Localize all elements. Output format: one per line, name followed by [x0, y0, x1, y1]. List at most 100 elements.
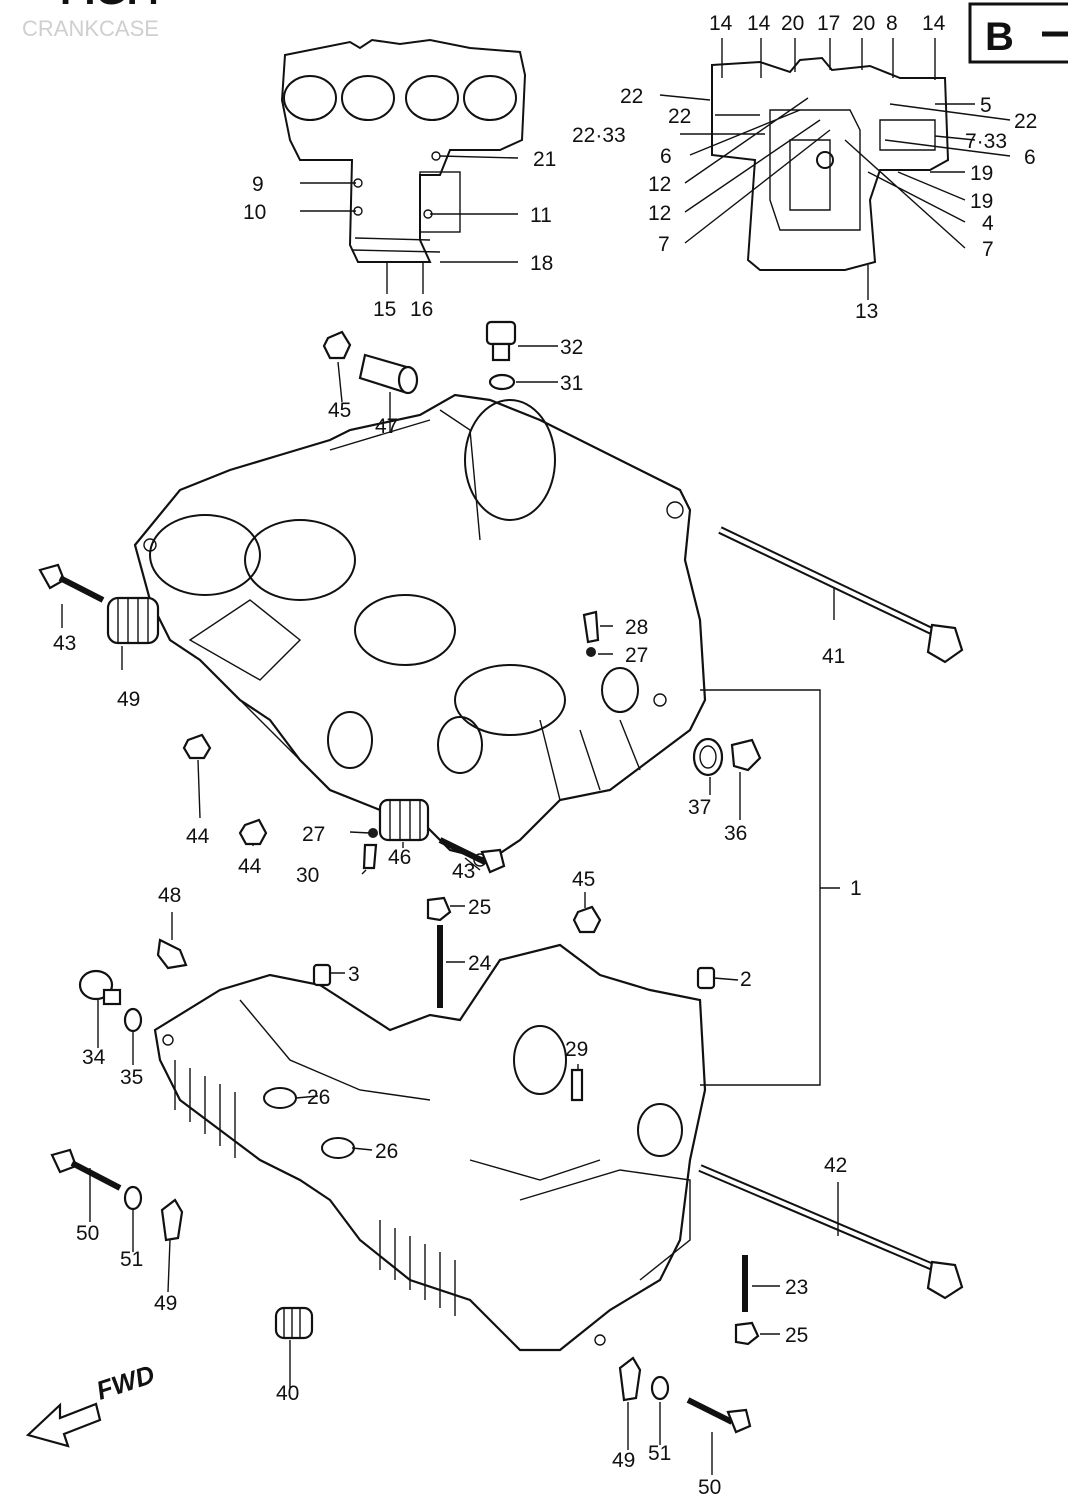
callout-21: 21	[533, 148, 556, 171]
callout-13: 13	[855, 300, 878, 323]
callout-26: 26	[375, 1140, 398, 1163]
callout-50: 50	[698, 1476, 721, 1499]
callout-28: 28	[625, 616, 648, 639]
callout-44: 44	[238, 855, 262, 878]
section-box: B	[968, 2, 1068, 64]
callout-1: 1	[850, 877, 862, 900]
callout-22: 22	[620, 85, 643, 108]
callout-7: 7	[982, 238, 994, 261]
callout-19: 19	[970, 162, 993, 185]
callout-2: 2	[740, 968, 752, 991]
callout-48: 48	[158, 884, 181, 907]
callout-44: 44	[186, 825, 210, 848]
callout-36: 36	[724, 822, 747, 845]
callout-7: 7	[658, 233, 670, 256]
callout-34: 34	[82, 1046, 106, 1069]
callout-10: 10	[243, 201, 266, 224]
callout-29: 29	[565, 1038, 588, 1061]
figure-title: FIG.4	[60, 0, 161, 13]
callout-15: 15	[373, 298, 396, 321]
callout-27: 27	[625, 644, 648, 667]
callout-49: 49	[117, 688, 140, 711]
bolt-50-lower-icon	[686, 1397, 752, 1434]
stud-bolt-41-icon	[718, 526, 964, 664]
washer-35-icon	[123, 1007, 143, 1033]
forward-direction-indicator: FWD	[25, 1359, 159, 1448]
figure-subtitle: CRANKCASE	[22, 16, 159, 41]
callout-19: 19	[970, 190, 993, 213]
bolt-43-right-icon	[438, 837, 506, 874]
callout-12: 12	[648, 202, 671, 225]
callout-30: 30	[296, 864, 319, 887]
callout-20: 20	[852, 12, 875, 35]
nut-45-lower-icon	[572, 905, 602, 934]
washer-51-left-icon	[123, 1185, 143, 1211]
switch-28-icon	[582, 610, 600, 644]
pipe-47-icon	[358, 353, 419, 395]
nozzle-29-icon	[570, 1068, 584, 1102]
oil-filter-46-icon	[378, 798, 430, 842]
callout-labels: 14 14 20 17 20 8 14 22 22 22·33 6 12 12 …	[53, 12, 1037, 1499]
callout-51: 51	[648, 1442, 671, 1465]
callout-31: 31	[560, 372, 583, 395]
dowel-3-icon	[312, 963, 332, 987]
callout-43: 43	[53, 632, 76, 655]
callout-22: 22	[1014, 110, 1037, 133]
callout-46: 46	[388, 846, 411, 869]
nut-25-lower-icon	[734, 1321, 760, 1346]
stud-bolt-42-icon	[698, 1164, 964, 1300]
callout-14: 14	[922, 12, 946, 35]
callout-6: 6	[660, 145, 672, 168]
callout-5: 5	[980, 94, 992, 117]
callout-41: 41	[822, 645, 845, 668]
callout-45: 45	[328, 399, 351, 422]
callout-12: 12	[648, 173, 671, 196]
callout-27: 27	[302, 823, 325, 846]
callout-20: 20	[781, 12, 804, 35]
washer-31-icon	[488, 373, 516, 391]
callout-49: 49	[154, 1292, 177, 1315]
callout-14: 14	[747, 12, 771, 35]
clamp-49-lower-icon	[618, 1356, 642, 1402]
callout-18: 18	[530, 252, 553, 275]
callout-26: 26	[307, 1086, 330, 1109]
cap-36-icon	[730, 738, 762, 772]
callout-14: 14	[709, 12, 733, 35]
oil-seal-37-icon	[692, 737, 724, 777]
callout-47: 47	[375, 415, 398, 438]
callout-16: 16	[410, 298, 433, 321]
callout-23: 23	[785, 1276, 808, 1299]
callout-11: 11	[530, 204, 552, 227]
callout-7-33: 7·33	[965, 130, 1007, 153]
drain-plug-34-icon	[78, 969, 122, 1006]
fwd-label: FWD	[93, 1359, 159, 1406]
callout-25: 25	[785, 1324, 808, 1347]
callout-3: 3	[348, 963, 360, 986]
callout-6: 6	[1024, 146, 1036, 169]
lower-crankcase-plan-inset	[711, 56, 950, 271]
nozzle-30-icon	[362, 843, 378, 870]
section-label: B	[985, 15, 1014, 59]
callout-8: 8	[886, 12, 898, 35]
bolt-50-left-icon	[50, 1148, 122, 1191]
callout-37: 37	[688, 796, 711, 819]
plug-32-icon	[485, 320, 517, 362]
callout-43: 43	[452, 860, 475, 883]
upper-crankcase	[133, 393, 707, 867]
callout-51: 51	[120, 1248, 143, 1271]
callout-24: 24	[468, 952, 492, 975]
nut-45-upper-icon	[322, 330, 352, 360]
callout-9: 9	[252, 173, 264, 196]
callout-50: 50	[76, 1222, 99, 1245]
switch-48-icon	[156, 938, 188, 970]
callout-22-33: 22·33	[572, 124, 626, 147]
oring-27-lower-icon	[368, 828, 378, 838]
bolt-43-left-icon	[38, 563, 105, 603]
upper-crankcase-plan-inset	[280, 38, 527, 263]
callout-49: 49	[612, 1449, 635, 1472]
callout-42: 42	[824, 1154, 847, 1177]
nut-25-upper-icon	[426, 896, 452, 922]
clamp-49-left-icon	[160, 1198, 184, 1242]
dowel-2-icon	[696, 966, 716, 990]
